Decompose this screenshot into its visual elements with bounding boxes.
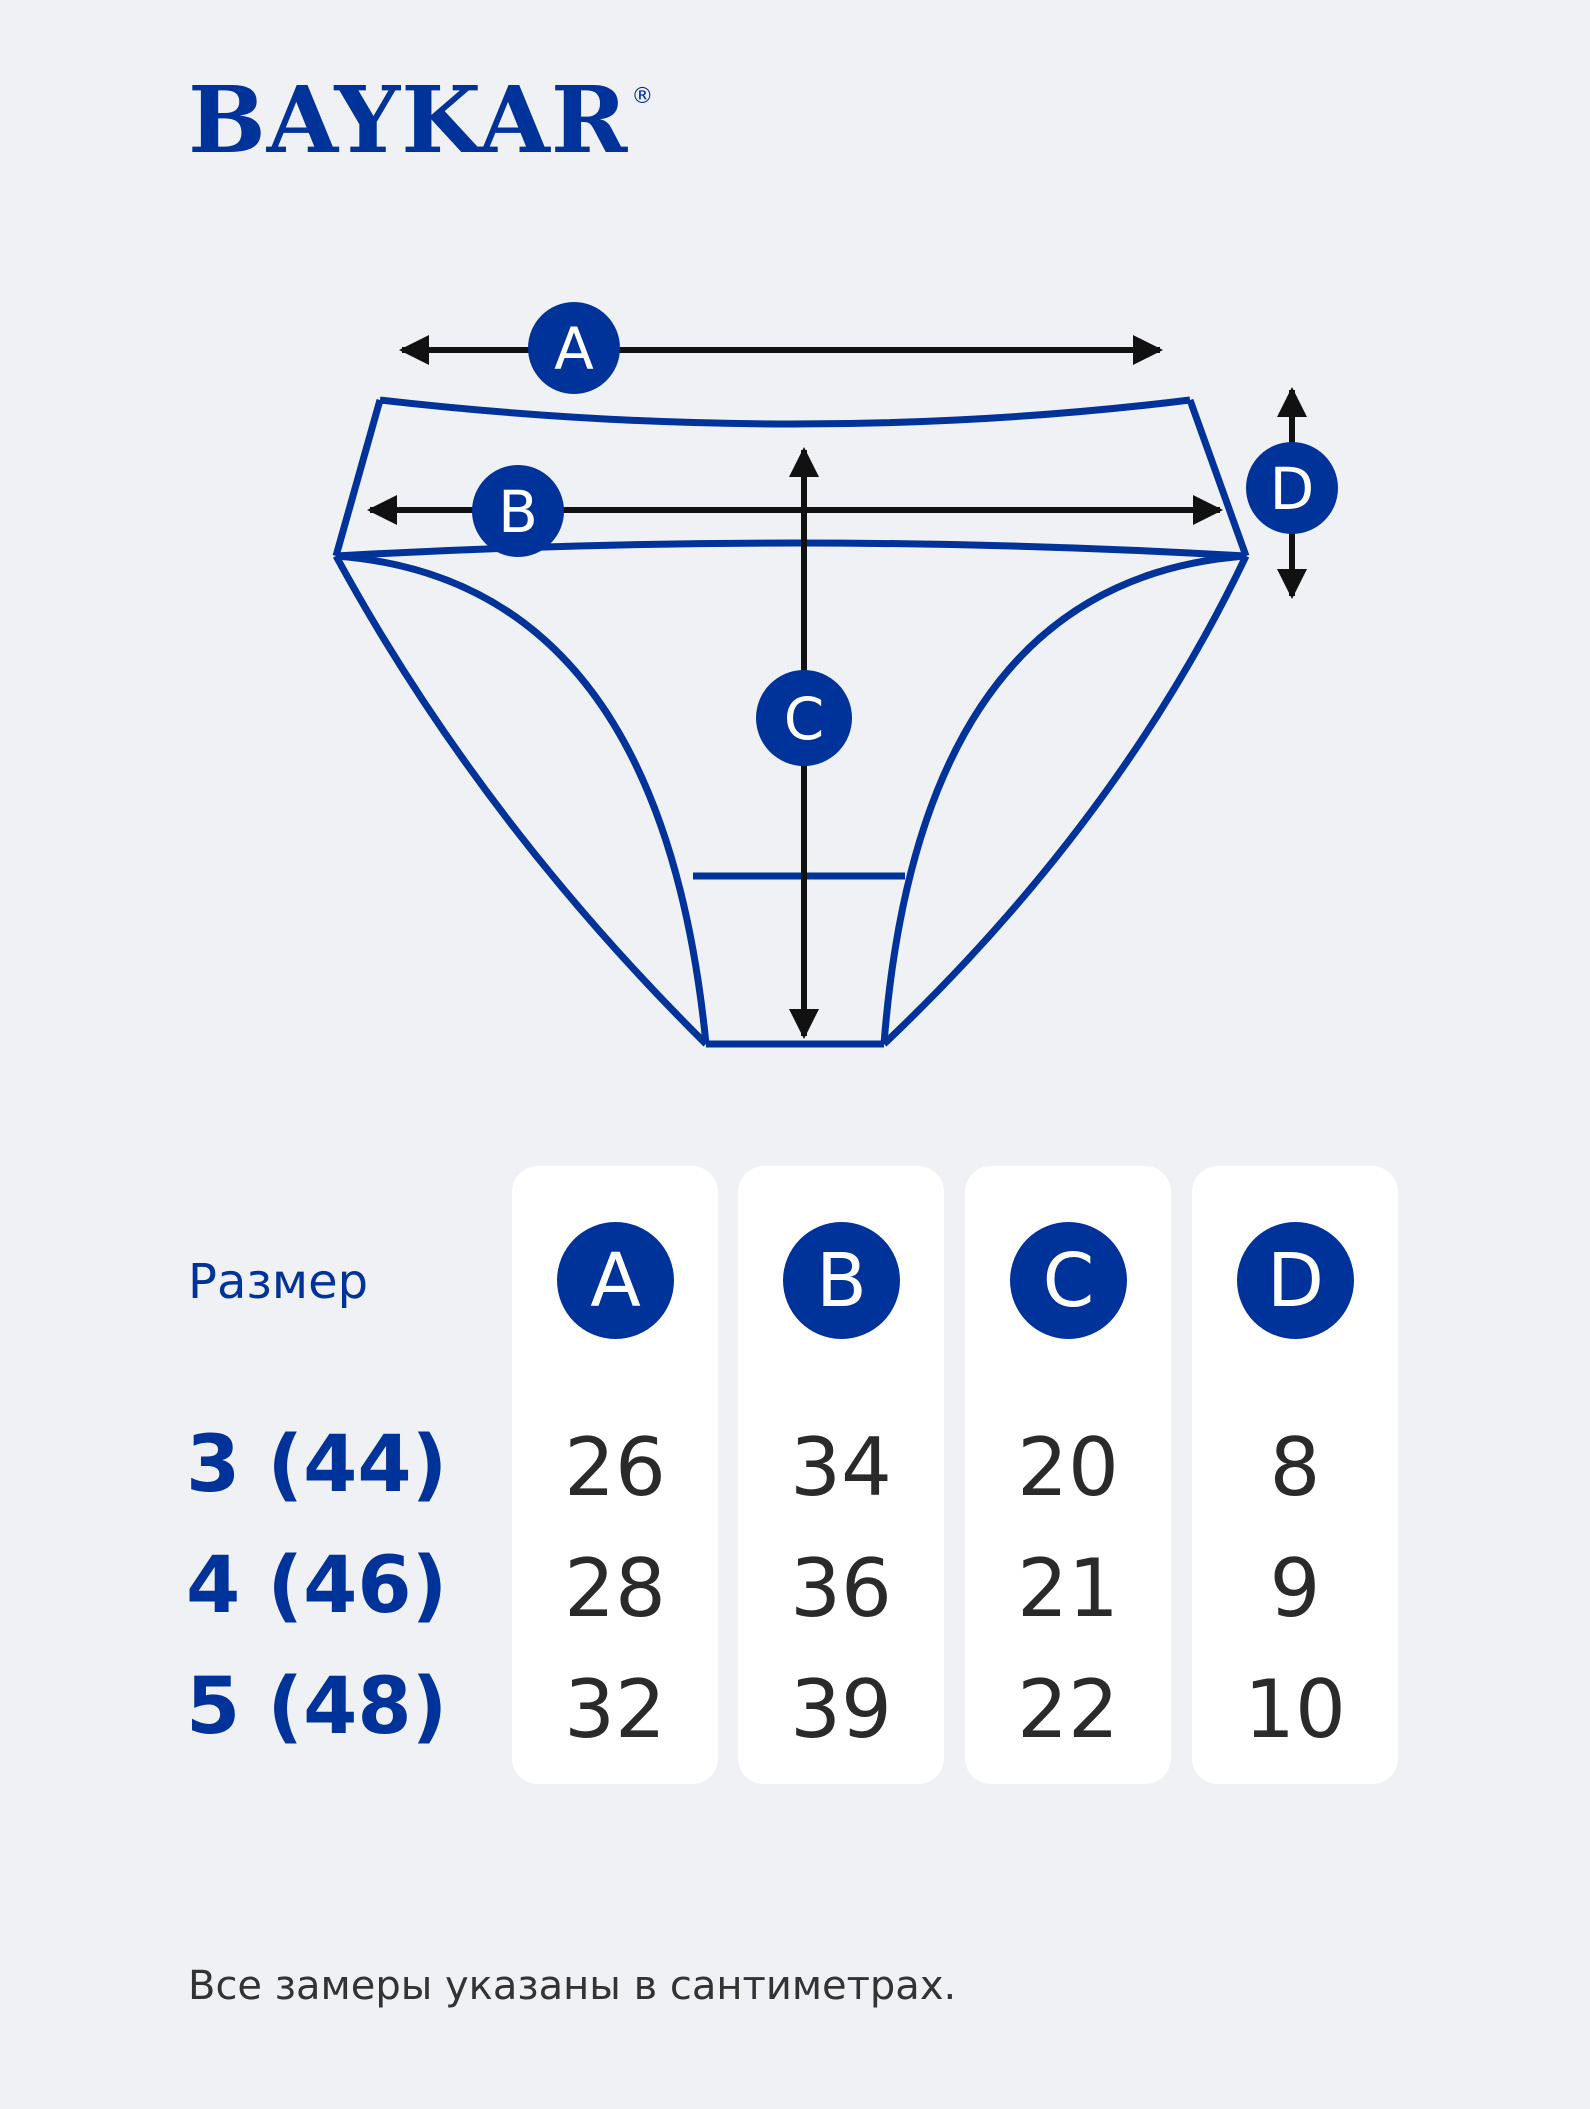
cell-b-row-1: 34: [790, 1421, 892, 1514]
cell-d-row-2: 9: [1269, 1542, 1321, 1635]
cell-a-row-2: 28: [564, 1542, 666, 1635]
size-header: Размер: [188, 1254, 369, 1310]
column-c-header: C: [1010, 1222, 1127, 1339]
registered-mark: ®: [631, 84, 655, 109]
waistband-bottom: [335, 539, 1247, 560]
waistband-right-edge: [1186, 398, 1250, 558]
cell-b-row-2: 36: [790, 1542, 892, 1635]
cell-a-row-3: 32: [564, 1663, 666, 1756]
cell-b-row-3: 39: [790, 1663, 892, 1756]
brand-name: BAYKAR: [188, 66, 629, 174]
label-a-badge: A: [528, 302, 620, 394]
cell-c-row-2: 21: [1017, 1542, 1119, 1635]
outer-leg-left: [332, 554, 709, 1047]
label-c-badge: C: [756, 670, 852, 766]
inner-leg-left: [335, 552, 710, 1045]
outer-leg-right: [881, 554, 1250, 1047]
label-d-badge: D: [1246, 442, 1338, 534]
column-a-header: A: [557, 1222, 674, 1339]
brand-logo: BAYKAR®: [188, 74, 653, 166]
column-b-card: B 34 36 39: [738, 1166, 944, 1784]
waistband-top: [379, 396, 1191, 428]
label-a: A: [554, 315, 594, 383]
label-b: B: [498, 478, 538, 546]
column-b-header: B: [783, 1222, 900, 1339]
cell-a-row-1: 26: [564, 1421, 666, 1514]
size-label-row-3: 5 (48): [186, 1662, 448, 1752]
cell-d-row-1: 8: [1269, 1421, 1321, 1514]
waistband-left-edge: [332, 399, 384, 557]
size-label-row-2: 4 (46): [186, 1541, 448, 1631]
label-b-badge: B: [472, 465, 564, 557]
size-label-row-1: 3 (44): [186, 1420, 448, 1510]
cell-d-row-3: 10: [1244, 1663, 1346, 1756]
cell-c-row-1: 20: [1017, 1421, 1119, 1514]
inner-leg-right: [880, 552, 1247, 1045]
column-a-card: A 26 28 32: [512, 1166, 718, 1784]
cell-c-row-3: 22: [1017, 1663, 1119, 1756]
column-d-header: D: [1237, 1222, 1354, 1339]
garment-diagram: A B C D: [332, 302, 1338, 1048]
footnote: Все замеры указаны в сантиметрах.: [188, 1963, 957, 2009]
column-c-card: C 20 21 22: [965, 1166, 1171, 1784]
column-d-card: D 8 9 10: [1192, 1166, 1398, 1784]
label-d: D: [1270, 455, 1315, 523]
label-c: C: [784, 685, 825, 753]
